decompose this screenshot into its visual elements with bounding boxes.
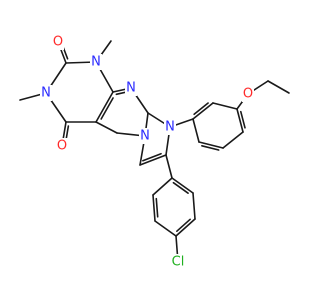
bond <box>172 181 189 194</box>
atom-label-background <box>169 254 187 270</box>
bond <box>154 220 177 237</box>
bond <box>95 121 118 134</box>
bond <box>240 110 246 129</box>
atom-label-background <box>139 128 151 144</box>
chlorine-atom: Cl <box>172 255 185 270</box>
nitrogen-aryl: N <box>165 120 175 135</box>
atom-label-background <box>52 34 64 50</box>
bond <box>152 177 173 196</box>
bond <box>201 145 220 151</box>
bond <box>193 102 209 116</box>
bond <box>192 192 196 220</box>
bond <box>198 141 224 149</box>
bond <box>192 118 200 143</box>
atom-label-background <box>242 86 254 102</box>
ether-oxygen: O <box>243 87 253 102</box>
bond <box>155 197 159 218</box>
bond <box>176 218 191 233</box>
nitrogen-imine: N <box>126 81 136 96</box>
bond <box>175 218 196 237</box>
atom-label-background <box>90 54 102 70</box>
nitrogen-methyl-left: N <box>41 86 51 101</box>
bond <box>267 80 290 94</box>
bond <box>142 152 162 162</box>
bond <box>100 97 114 120</box>
bond <box>236 108 244 133</box>
carbonyl-oxygen-top: O <box>53 35 63 50</box>
bond <box>222 131 244 149</box>
nitrogen-methyl-top: N <box>91 55 101 70</box>
bond <box>139 154 167 166</box>
atom-label-background <box>56 138 68 154</box>
bond <box>165 154 173 179</box>
carbonyl-oxygen-bottom: O <box>57 139 67 154</box>
bond <box>212 102 238 110</box>
bond <box>192 102 214 120</box>
atom-label-background <box>125 80 137 96</box>
bond <box>171 177 194 194</box>
bond <box>152 194 156 222</box>
nitrogen-bridge: N <box>140 129 150 144</box>
atom-label-background <box>164 119 176 135</box>
atom-label-background <box>40 85 52 101</box>
bond <box>95 91 114 123</box>
